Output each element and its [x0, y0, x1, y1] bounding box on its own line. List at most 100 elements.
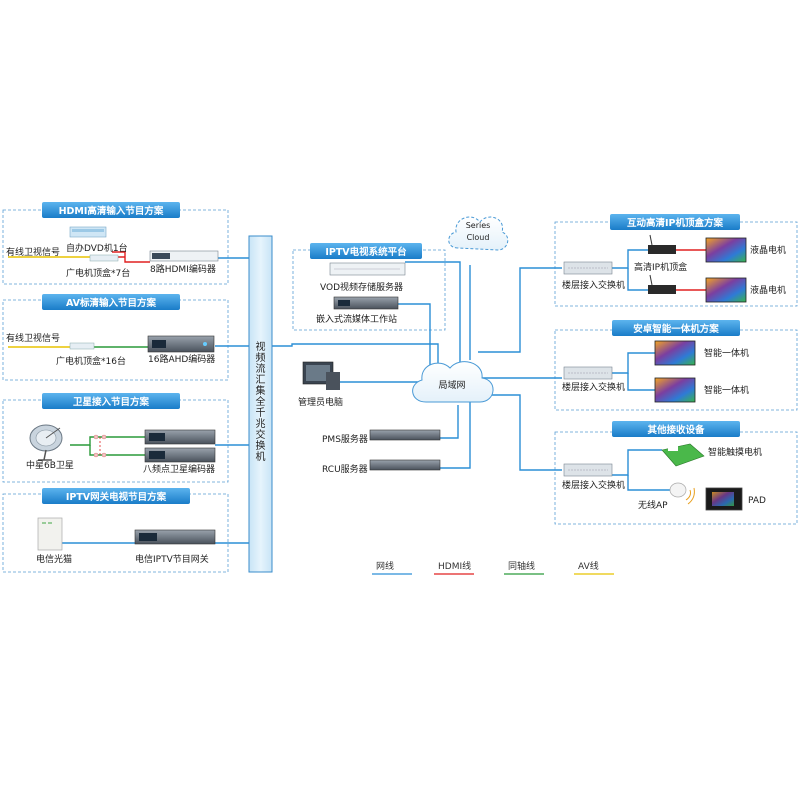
android-scheme-section: 安卓智能一体机方案 楼层接入交换机 智能一体机 智能一体机 — [562, 320, 749, 403]
other-title: 其他接收设备 — [647, 424, 705, 436]
av-source-label: 有线卫视信号 — [6, 332, 60, 344]
series-cloud-label-2: Cloud — [467, 233, 490, 242]
touch-tv-label: 智能触摸电机 — [708, 446, 762, 458]
android-scheme-title-banner — [612, 320, 740, 336]
sat-encoder-device — [144, 429, 216, 463]
network-cable — [627, 475, 672, 491]
sat-title: 卫星接入节目方案 — [73, 396, 150, 408]
av-title: AV标清输入节目方案 — [66, 297, 157, 309]
network-cable — [272, 343, 439, 365]
hdmi-encoder-label: 8路HDMI编码器 — [150, 263, 216, 275]
dvd-player-icon — [69, 226, 107, 238]
core-switch-label: 视频流汇集全千兆交换机 — [256, 340, 266, 463]
smart-aio-screen-1 — [654, 340, 696, 366]
legend-label: HDMI线 — [438, 560, 471, 572]
network-cable — [478, 394, 562, 471]
network-cable — [478, 267, 562, 353]
ip-stb-icon-2 — [648, 274, 676, 294]
legend-label: 网线 — [376, 560, 394, 572]
other-switch-label: 楼层接入交换机 — [562, 479, 625, 491]
pad-screen-content — [712, 492, 734, 506]
ip-stb-label: 高清IP机顶盒 — [634, 261, 687, 273]
android-switch-label: 楼层接入交换机 — [562, 381, 625, 393]
vod-server-device — [329, 262, 406, 276]
fiber-modem-icon — [37, 517, 63, 551]
network-cable — [612, 449, 662, 476]
lan-cloud: 局域网 — [412, 361, 494, 403]
coax-cable — [89, 445, 145, 456]
wireless-ap-icon — [669, 482, 695, 505]
gateway-label: 电信IPTV节目网关 — [135, 553, 209, 565]
satellite-dish-icon — [29, 424, 63, 461]
network-cable — [612, 249, 648, 269]
hdmi-section: HDMI高清输入节目方案 有线卫视信号 自办DVD机1台 广电机顶盒*7台 8路… — [6, 202, 219, 279]
smart-aio-screen-2 — [654, 377, 696, 403]
platform-title: IPTV电视系统平台 — [325, 246, 407, 258]
modem-label: 电信光猫 — [36, 553, 72, 565]
vod-label: VOD视频存储服务器 — [320, 281, 403, 293]
lcd-tv-screen-1 — [705, 237, 747, 263]
cables — [8, 249, 706, 544]
smart-aio-label-1: 智能一体机 — [704, 347, 749, 359]
series-cloud: Series Cloud — [448, 216, 509, 251]
sat-encoder-label: 八频点卫星编码器 — [143, 463, 215, 475]
legend-label: 同轴线 — [508, 560, 535, 572]
pms-label: PMS服务器 — [322, 433, 368, 445]
ap-label: 无线AP — [638, 499, 668, 511]
other-devices-section: 其他接收设备 楼层接入交换机 智能触摸电机 无线AP PAD — [562, 421, 766, 511]
network-cable — [440, 402, 471, 469]
hdmi-stb-label: 广电机顶盒*7台 — [66, 267, 130, 279]
stb-scheme-title-banner — [610, 214, 740, 230]
iptv-gw-title: IPTV网关电视节目方案 — [66, 491, 167, 503]
iptv-gw-title-banner — [42, 488, 190, 504]
rcu-server-device — [369, 459, 441, 471]
admin-pc-label: 管理员电脑 — [298, 396, 343, 408]
sat-title-banner — [42, 393, 180, 409]
network-cable — [612, 352, 655, 374]
network-cable — [627, 373, 655, 391]
lcd-tv-screen-2 — [705, 277, 747, 303]
series-cloud-label-1: Series — [466, 221, 491, 230]
hdmi-source-label: 有线卫视信号 — [6, 246, 60, 258]
splitter-icon — [93, 434, 107, 458]
stb-icon — [69, 342, 95, 350]
network-cable — [627, 268, 648, 291]
smart-aio-label-2: 智能一体机 — [704, 384, 749, 396]
floor-switch-device — [563, 366, 613, 380]
av-encoder-label: 16路AHD编码器 — [148, 353, 215, 365]
network-cable — [398, 303, 431, 368]
stb-scheme-section: 互动高清IP机顶盒方案 楼层接入交换机 高清IP机顶盒 液晶电机 液晶电机 — [562, 214, 786, 303]
floor-switch-device — [563, 463, 613, 477]
av-stb-label: 广电机顶盒*16台 — [56, 355, 126, 367]
av-section: AV标清输入节目方案 有线卫视信号 广电机顶盒*16台 16路AHD编码器 — [6, 294, 215, 367]
network-cable — [440, 405, 459, 439]
hdmi-title: HDMI高清输入节目方案 — [59, 205, 164, 217]
stb-scheme-title: 互动高清IP机顶盒方案 — [627, 217, 723, 229]
core-switch: 视频流汇集全千兆交换机 — [248, 235, 273, 573]
floor-switch-device — [563, 261, 613, 275]
dvd-label: 自办DVD机1台 — [66, 242, 128, 254]
lcd-tv-label-2: 液晶电机 — [750, 284, 786, 296]
ip-stb-icon-1 — [648, 234, 676, 254]
coax-cable — [70, 436, 145, 446]
av-title-banner — [42, 294, 180, 310]
hdmi-title-banner — [42, 202, 180, 218]
sat-dish-label: 中星6B卫星 — [26, 459, 74, 471]
iptv-gateway-device — [134, 529, 216, 545]
network-cable — [405, 261, 461, 365]
stb-switch-label: 楼层接入交换机 — [562, 279, 625, 291]
lan-label: 局域网 — [438, 379, 465, 391]
platform-section: IPTV电视系统平台 VOD视频存储服务器 嵌入式流媒体工作站 — [310, 243, 422, 325]
av-encoder-device — [147, 335, 215, 353]
streamer-label: 嵌入式流媒体工作站 — [316, 313, 397, 325]
pad-label: PAD — [748, 496, 766, 506]
rcu-label: RCU服务器 — [322, 463, 368, 475]
hdmi-encoder-device — [149, 250, 219, 262]
stb-icon — [89, 254, 119, 262]
lcd-tv-label-1: 液晶电机 — [750, 244, 786, 256]
pms-server-device — [369, 429, 441, 441]
iptv-gw-section: IPTV网关电视节目方案 电信光猫 电信IPTV节目网关 — [36, 488, 216, 565]
streamer-device — [333, 296, 399, 310]
